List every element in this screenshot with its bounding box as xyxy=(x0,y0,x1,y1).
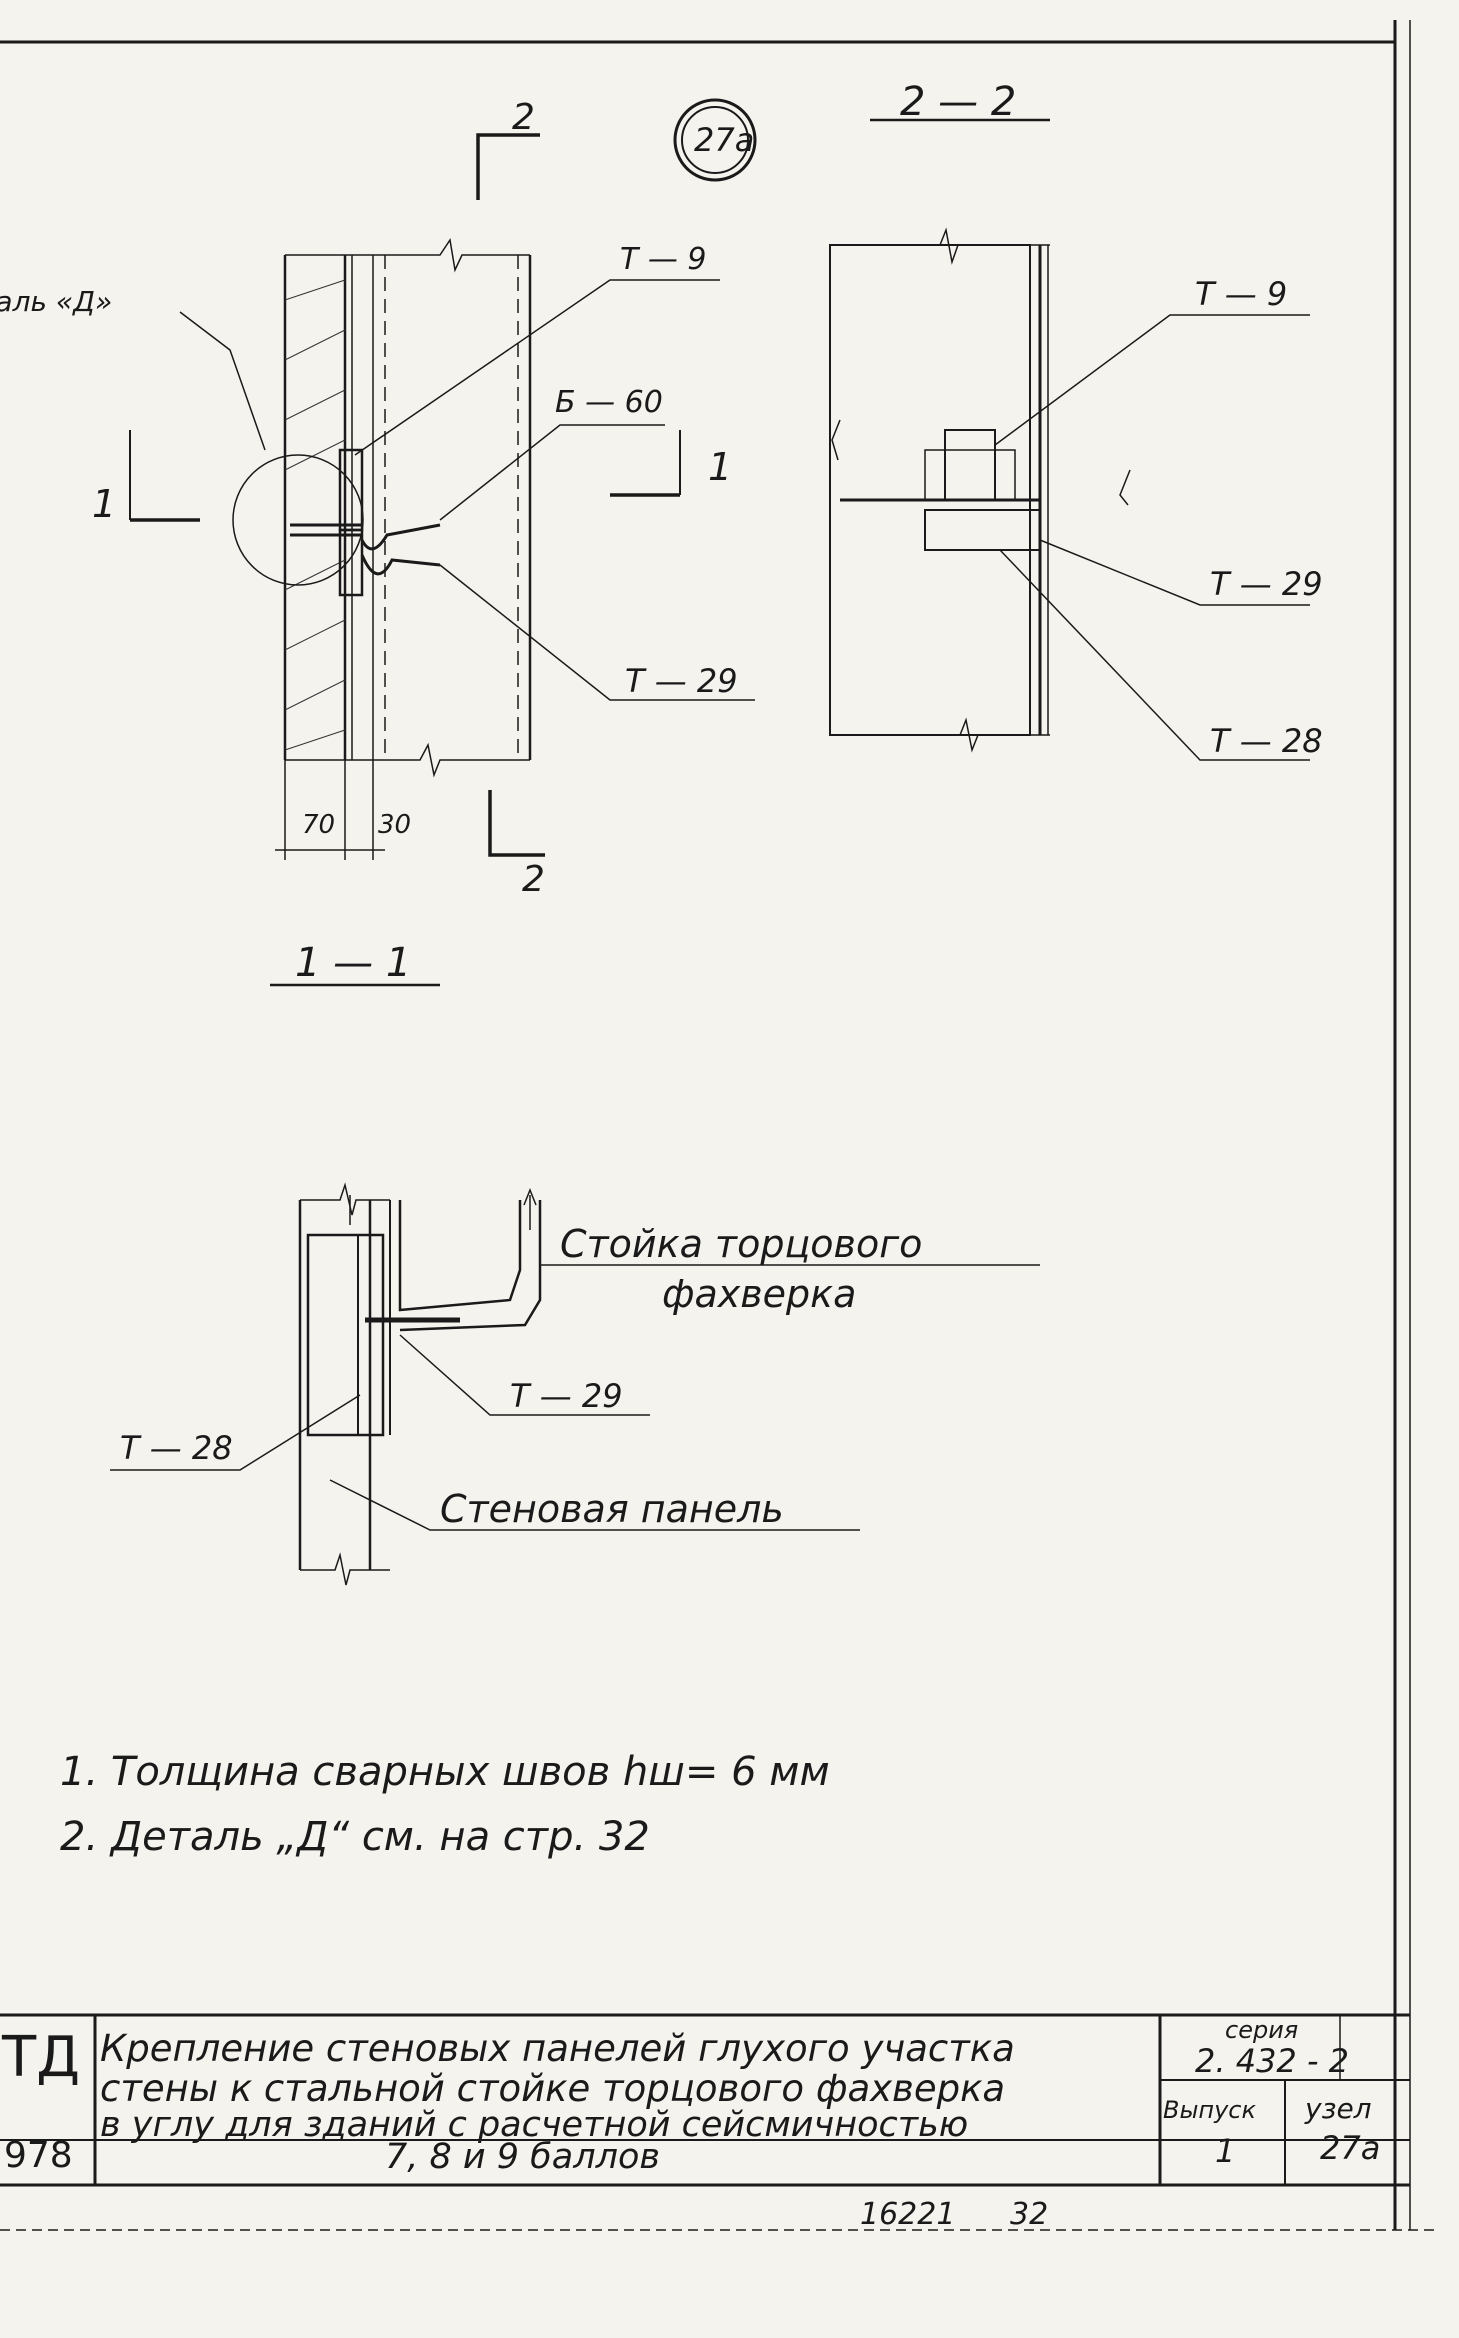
section-arrow-left: 1 xyxy=(92,482,117,526)
view-1-1-title: 1 — 1 xyxy=(295,940,412,986)
detail-plan-leader-t28: Т — 28 xyxy=(120,1429,233,1467)
view-1-1-leader-t9: Т — 9 xyxy=(620,242,707,277)
issue-label: Выпуск xyxy=(1163,2096,1256,2124)
section-mark-top: 2 xyxy=(512,97,535,138)
sheet-frame xyxy=(0,20,1440,2231)
node-value: 27а xyxy=(1320,2129,1381,2167)
dimension-30: 30 xyxy=(378,810,412,840)
series-value: 2. 432 - 2 xyxy=(1195,2042,1350,2080)
note-1: 1. Толщина сварных швов hш= 6 мм xyxy=(60,1749,830,1795)
title-description-line3: в углу для зданий с расчетной сейсмичнос… xyxy=(100,2105,969,2145)
title-description-line2: стены к стальной стойке торцового фахвер… xyxy=(100,2067,1006,2110)
view-2-2-leader-t28: Т — 28 xyxy=(1210,722,1323,760)
title-block-year: 978 xyxy=(4,2135,73,2176)
title-description-line1: Крепление стеновых панелей глухого участ… xyxy=(100,2027,1015,2070)
detail-callout: Деталь «Д» xyxy=(0,285,113,318)
view-2-2-title: 2 — 2 xyxy=(900,79,1017,125)
title-description-line4: 7, 8 и 9 баллов xyxy=(385,2137,660,2177)
detail-plan-leader-t29: Т — 29 xyxy=(510,1377,623,1415)
panel-label: Стеновая панель xyxy=(440,1487,784,1531)
detail-plan-drawing xyxy=(110,1182,1040,1586)
view-2-2-leader-t29: Т — 29 xyxy=(1210,565,1323,603)
section-mark-bottom: 2 xyxy=(522,859,545,900)
sheet-badge xyxy=(673,98,757,182)
node-label: узел xyxy=(1305,2092,1372,2125)
dimension-70: 70 xyxy=(302,810,336,840)
title-block-org: ТД xyxy=(2,2025,80,2090)
page-number: 32 xyxy=(1010,2197,1049,2232)
view-2-2-drawing xyxy=(829,118,1310,761)
series-label: серия xyxy=(1225,2016,1299,2044)
column-label-line2: фахверка xyxy=(662,1272,857,1316)
section-arrow-right: 1 xyxy=(708,445,733,489)
issue-value: 1 xyxy=(1215,2132,1236,2170)
sheet-badge-label: 27a xyxy=(694,121,755,159)
column-label-line1: Стойка торцового xyxy=(560,1222,923,1266)
archive-number: 16221 xyxy=(860,2197,956,2232)
view-2-2-leader-t9: Т — 9 xyxy=(1195,275,1288,313)
note-2: 2. Деталь „Д“ см. на стр. 32 xyxy=(60,1814,650,1860)
view-1-1-leader-t29: Т — 29 xyxy=(625,662,738,700)
view-1-1-leader-b60: Б — 60 xyxy=(555,385,663,420)
title-block-frame xyxy=(0,2013,1410,2187)
view-1-1-drawing xyxy=(129,133,755,987)
